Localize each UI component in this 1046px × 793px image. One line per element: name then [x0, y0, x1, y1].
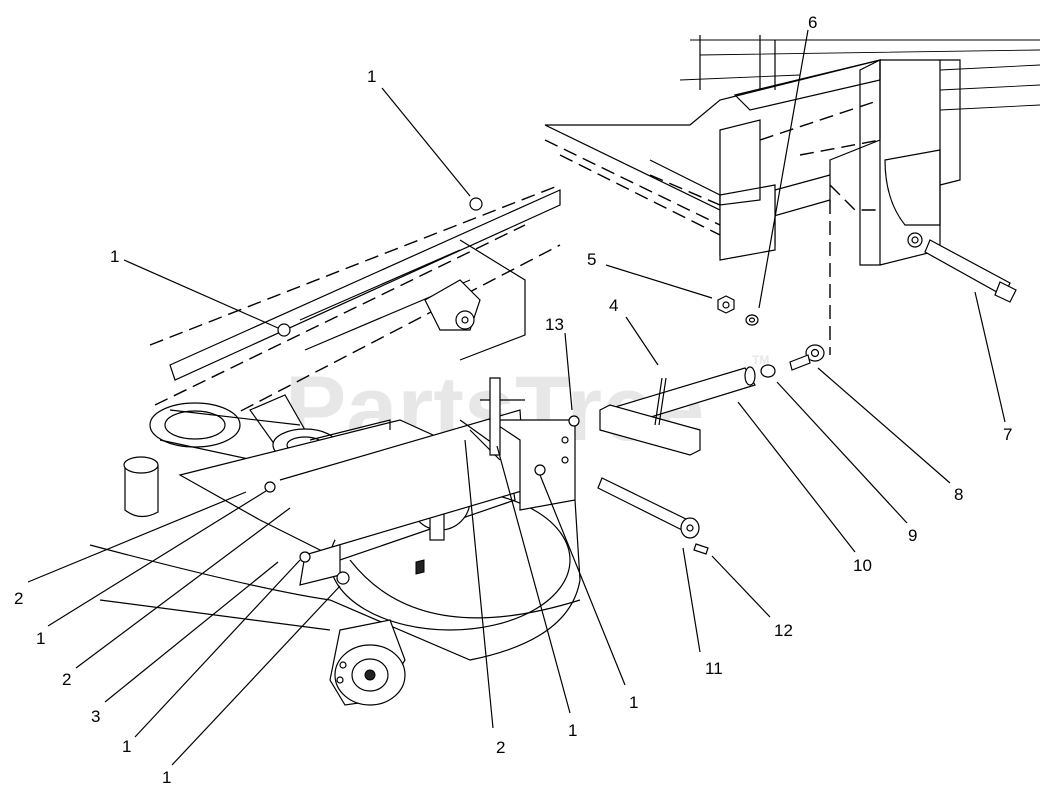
watermark-tm: TM — [752, 353, 769, 367]
rod-11 — [597, 477, 689, 531]
callout-1-left: 1 — [110, 247, 119, 266]
mower-deck-assembly — [89, 184, 581, 706]
callout-8: 8 — [954, 485, 963, 504]
callout-2-a: 2 — [14, 589, 23, 608]
callout-2-b: 2 — [62, 670, 71, 689]
callout-1-d: 1 — [162, 768, 171, 787]
callout-1-top: 1 — [367, 67, 376, 86]
nut-5 — [717, 295, 735, 314]
pin-4 — [654, 377, 663, 426]
callout-1-c: 1 — [122, 737, 131, 756]
callout-12: 12 — [774, 621, 793, 640]
nut-9 — [760, 364, 776, 378]
callout-1-b: 1 — [36, 629, 45, 648]
callout-6: 6 — [808, 13, 817, 32]
callout-11: 11 — [705, 659, 723, 678]
hardware-parts — [597, 295, 825, 555]
leader-lines — [27, 29, 1006, 766]
callout-1-f: 1 — [629, 693, 638, 712]
callout-7: 7 — [1003, 425, 1012, 444]
callout-5: 5 — [587, 250, 596, 269]
callout-3: 3 — [91, 707, 100, 726]
bolt-12 — [693, 543, 709, 555]
callout-2-c: 2 — [496, 738, 505, 757]
callout-10: 10 — [853, 556, 872, 575]
rear-frame-assembly — [544, 35, 1041, 355]
rod-end-8 — [805, 344, 825, 362]
washer-6 — [745, 314, 759, 326]
callout-1-e: 1 — [568, 721, 577, 740]
callout-4: 4 — [609, 296, 618, 315]
callout-13: 13 — [545, 315, 564, 334]
callout-9: 9 — [908, 526, 917, 545]
callouts: 1 1 13 6 5 4 7 8 9 10 11 12 2 1 2 3 1 1 … — [14, 13, 1012, 787]
